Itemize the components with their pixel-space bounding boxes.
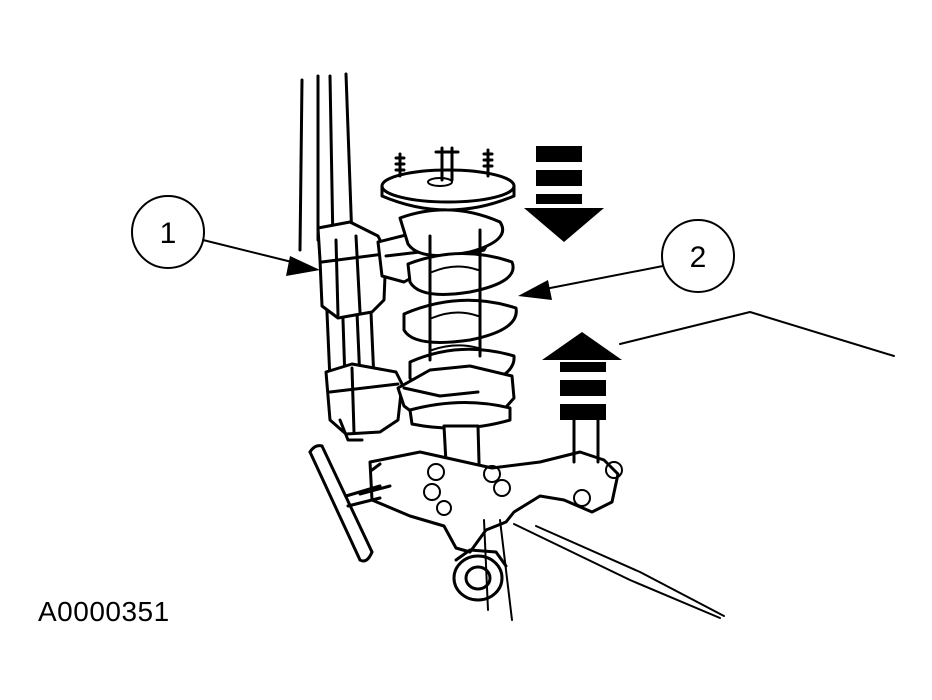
callout-1-label: 1 [160,217,177,250]
lower-spring-seat [396,364,516,430]
frame-lines [483,311,895,621]
steering-knuckle [358,418,623,602]
compressor-clamp [316,220,404,442]
up-arrow-icon [542,332,622,420]
compressor-rods [298,72,376,382]
side-bolt [308,444,382,563]
down-arrow-icon [524,146,604,242]
top-mount [380,146,516,212]
coil-spring [398,208,518,392]
callout-1: 1 [131,195,320,276]
callout-2: 2 [518,219,735,300]
callout-2-label: 2 [690,241,707,274]
figure-id: A0000351 [38,596,170,627]
